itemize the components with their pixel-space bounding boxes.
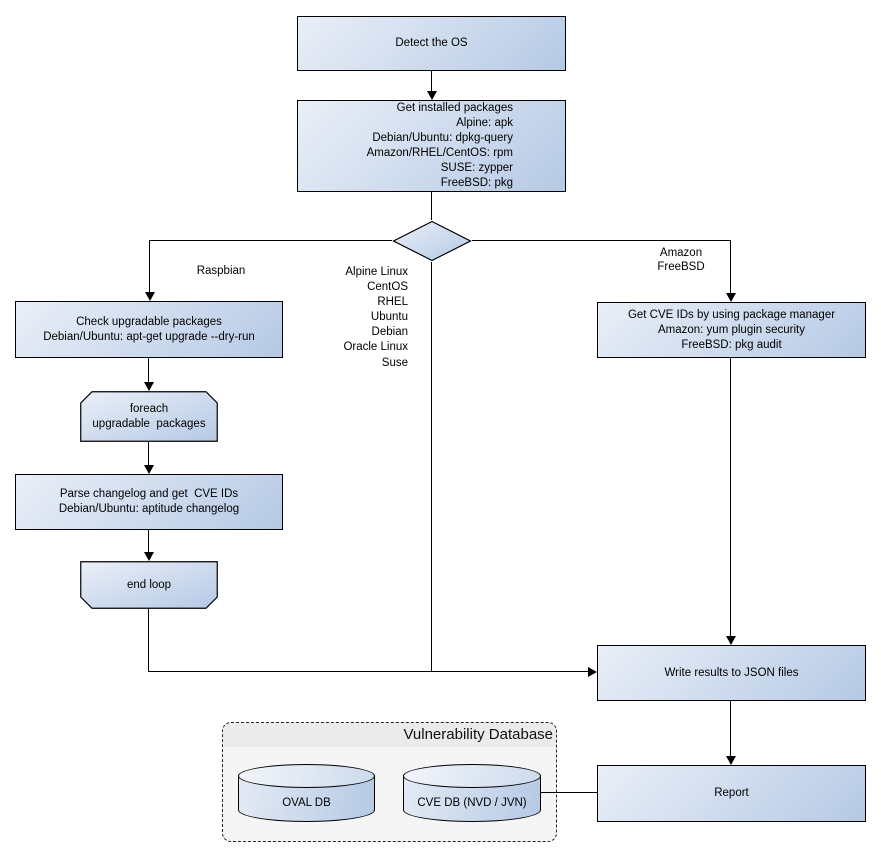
node-parse-changelog: Parse changelog and get CVE IDs Debian/U… — [15, 474, 283, 530]
edge-endloop-down — [148, 609, 149, 672]
node-get-cve-ids-label: Get CVE IDs by using package manager Ama… — [627, 308, 836, 351]
arrowhead-into-packages — [427, 91, 437, 100]
arrowhead-into-check-upgradable — [145, 292, 155, 301]
edge-label-amazon-freebsd: Amazon FreeBSD — [657, 247, 705, 273]
cve-db-cylinder: CVE DB (NVD / JVN) — [403, 764, 541, 822]
cve-db-label: CVE DB (NVD / JVN) — [417, 797, 527, 809]
edge-foreach-to-parse — [148, 442, 149, 466]
cve-db-cylinder-top — [403, 764, 541, 788]
arrowhead-into-write-json-top — [726, 636, 736, 645]
edge-json-to-report — [730, 701, 731, 757]
node-report: Report — [597, 765, 866, 822]
node-detect-os: Detect the OS — [297, 16, 566, 71]
arrowhead-into-write-json-left — [588, 667, 597, 677]
arrowhead-into-endloop — [144, 552, 154, 561]
edge-cvedb-to-report — [541, 792, 597, 793]
arrowhead-into-parse — [144, 465, 154, 474]
oval-db-label: OVAL DB — [282, 797, 331, 809]
edge-label-raspbian: Raspbian — [196, 265, 246, 277]
node-write-json: Write results to JSON files — [597, 645, 866, 701]
edge-parse-to-endloop — [148, 530, 149, 553]
oval-db-cylinder-top — [238, 764, 375, 788]
arrowhead-into-report — [726, 756, 736, 765]
edge-bottom-horizontal — [148, 671, 588, 672]
node-get-installed-packages: Get installed packages Alpine: apk Debia… — [297, 100, 566, 192]
node-detect-os-label: Detect the OS — [395, 37, 468, 49]
node-get-cve-ids: Get CVE IDs by using package manager Ama… — [597, 302, 866, 358]
loop-end-shape — [80, 561, 218, 609]
edge-getcve-to-json — [730, 358, 731, 637]
node-report-label: Report — [714, 787, 749, 799]
edge-decision-middle-vertical — [431, 262, 432, 672]
loop-start-shape — [80, 391, 218, 442]
edge-label-os-list: Alpine Linux CentOS RHEL Ubuntu Debian O… — [343, 266, 408, 369]
node-check-upgradable: Check upgradable packages Debian/Ubuntu:… — [15, 301, 283, 358]
node-write-json-label: Write results to JSON files — [664, 666, 799, 679]
node-get-installed-packages-label: Get installed packages Alpine: apk Debia… — [366, 102, 513, 189]
decision-diamond — [392, 220, 472, 262]
loop-start-label-wrap: foreach upgradable packages — [80, 391, 218, 442]
edge-check-to-foreach — [148, 358, 149, 383]
edge-decision-left-horizontal — [149, 240, 392, 241]
arrowhead-into-get-cve-ids — [726, 293, 736, 302]
edge-packages-to-decision — [431, 192, 432, 220]
edge-decision-right-horizontal — [472, 240, 731, 241]
oval-db-cylinder: OVAL DB — [238, 764, 375, 822]
loop-end-label: end loop — [126, 578, 172, 591]
arrowhead-into-foreach — [144, 382, 154, 391]
edge-detect-to-packages — [431, 71, 432, 92]
edge-decision-right-vertical — [730, 240, 731, 293]
edge-decision-left-vertical — [149, 240, 150, 292]
loop-start-label: foreach upgradable packages — [92, 402, 206, 430]
node-check-upgradable-label: Check upgradable packages Debian/Ubuntu:… — [43, 315, 255, 343]
loop-end-label-wrap: end loop — [80, 561, 218, 609]
vulnerability-database-title: Vulnerability Database — [223, 723, 556, 747]
node-parse-changelog-label: Parse changelog and get CVE IDs Debian/U… — [58, 488, 240, 515]
